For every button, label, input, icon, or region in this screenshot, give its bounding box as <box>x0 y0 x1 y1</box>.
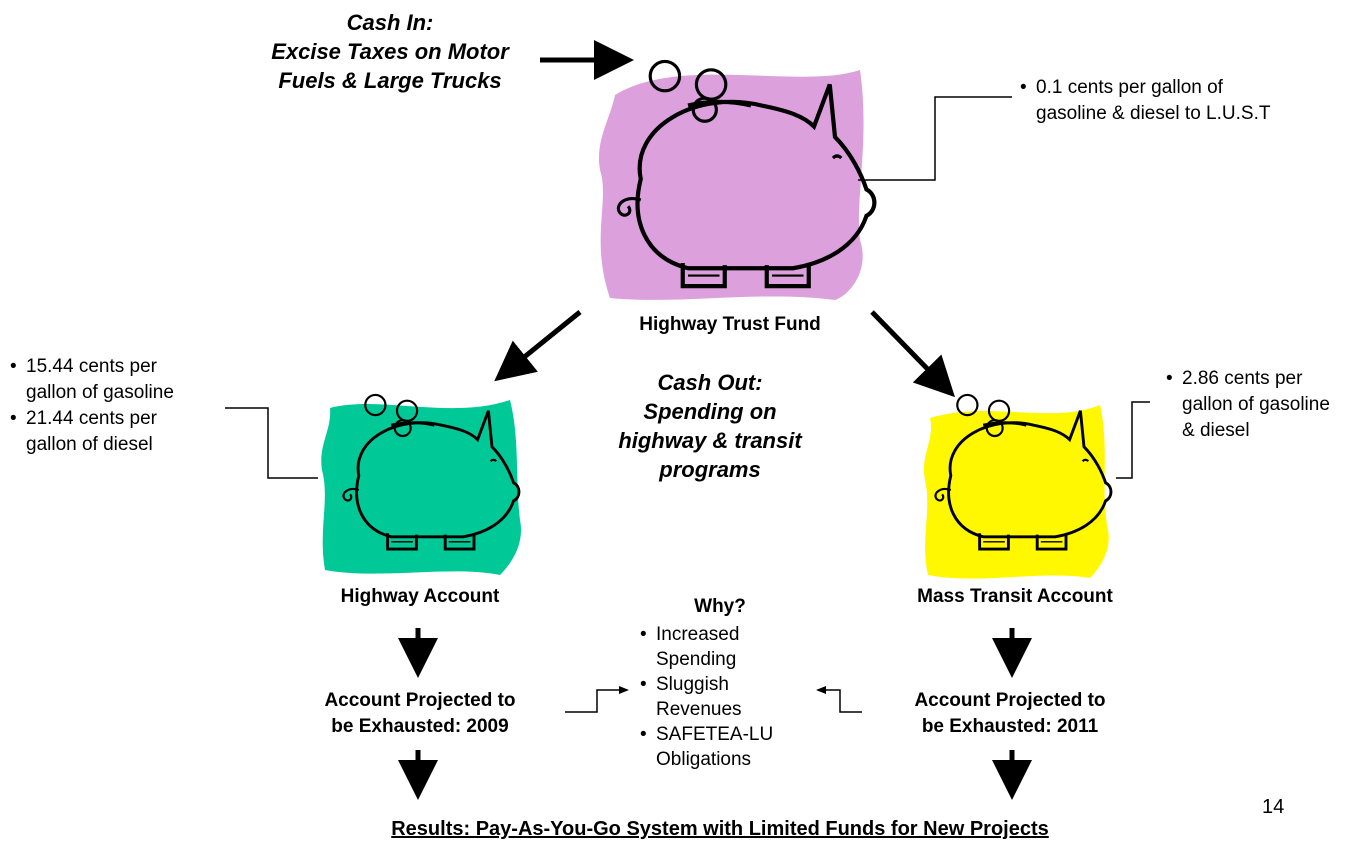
highway-account-label: Highway Account <box>340 586 500 607</box>
cash-out-title: Cash Out: <box>657 370 763 395</box>
why-item1-line2: Spending <box>656 649 737 670</box>
transit-projection-line2: be Exhausted: 2011 <box>921 716 1099 737</box>
cash-out-line3: highway & transit <box>618 428 802 453</box>
why-left-connector <box>565 686 629 713</box>
highway-projection-line2: be Exhausted: 2009 <box>331 716 509 737</box>
highway-note1-line1: 15.44 cents per <box>26 356 157 377</box>
bullet-icon: • <box>10 356 17 377</box>
transit-note-connector <box>1116 401 1150 479</box>
cash-in-line3: Fuels & Large Trucks <box>278 68 502 93</box>
transit-account-label: Mass Transit Account <box>917 586 1113 607</box>
highway-note-connector <box>225 407 318 479</box>
why-item3-line2: Obligations <box>656 749 752 770</box>
page-number: 14 <box>1262 796 1285 818</box>
cash-in-title: Cash In: <box>346 10 434 35</box>
transit-note-line3: & diesel <box>1182 420 1250 441</box>
highway-note2-line1: 21.44 cents per <box>26 408 157 429</box>
highway-projection-line1: Account Projected to <box>324 690 516 711</box>
cash-out-line2: Spending on <box>643 399 777 424</box>
bullet-icon: • <box>10 408 17 429</box>
trust-note-line1: 0.1 cents per gallon of <box>1036 77 1223 98</box>
why-item2-line1: Sluggish <box>656 674 729 695</box>
bullet-icon: • <box>640 674 647 695</box>
bullet-icon: • <box>640 724 647 745</box>
bullet-icon: • <box>1166 368 1173 389</box>
highway-account-blob <box>321 400 521 575</box>
why-item1-line1: Increased <box>656 624 740 645</box>
transit-account-note: • 2.86 cents per gallon of gasoline & di… <box>1166 366 1361 444</box>
highway-account-notes: • 15.44 cents per gallon of gasoline • 2… <box>10 354 225 458</box>
trust-note-line2: gasoline & diesel to L.U.S.T <box>1036 103 1271 124</box>
bullet-icon: • <box>640 624 647 645</box>
cash-out-line4: programs <box>659 457 761 482</box>
cash-in-line2: Excise Taxes on Motor <box>271 39 509 64</box>
trust-fund-blob <box>598 70 864 300</box>
why-item2-line2: Revenues <box>656 699 742 720</box>
trust-fund-label: Highway Trust Fund <box>639 314 821 335</box>
cash-in-label: Cash In: Excise Taxes on Motor Fuels & L… <box>240 8 540 95</box>
why-title: Why? <box>694 596 746 617</box>
transit-note-line1: 2.86 cents per <box>1182 368 1303 389</box>
why-right-connector <box>816 686 862 713</box>
trust-note-connector <box>858 96 1012 181</box>
transit-projection: Account Projected to be Exhausted: 2011 <box>870 688 1150 740</box>
highway-note1-line2: gallon of gasoline <box>26 382 174 403</box>
transit-projection-line1: Account Projected to <box>914 690 1106 711</box>
highway-projection: Account Projected to be Exhausted: 2009 <box>280 688 560 740</box>
transit-note-line2: gallon of gasoline <box>1182 394 1330 415</box>
trust-to-transit-arrow <box>870 310 955 398</box>
trust-fund-note: • 0.1 cents per gallon of gasoline & die… <box>1020 75 1350 127</box>
highway-note2-line2: gallon of diesel <box>26 434 153 455</box>
bullet-icon: • <box>1020 77 1027 98</box>
why-item3-line1: SAFETEA-LU <box>656 724 774 745</box>
cash-out-label: Cash Out: Spending on highway & transit … <box>590 368 830 484</box>
results-text: Results: Pay-As-You-Go System with Limit… <box>391 818 1049 840</box>
trust-to-highway-arrow <box>494 310 582 382</box>
why-list: • Increased Spending • Sluggish Revenues… <box>640 622 820 772</box>
